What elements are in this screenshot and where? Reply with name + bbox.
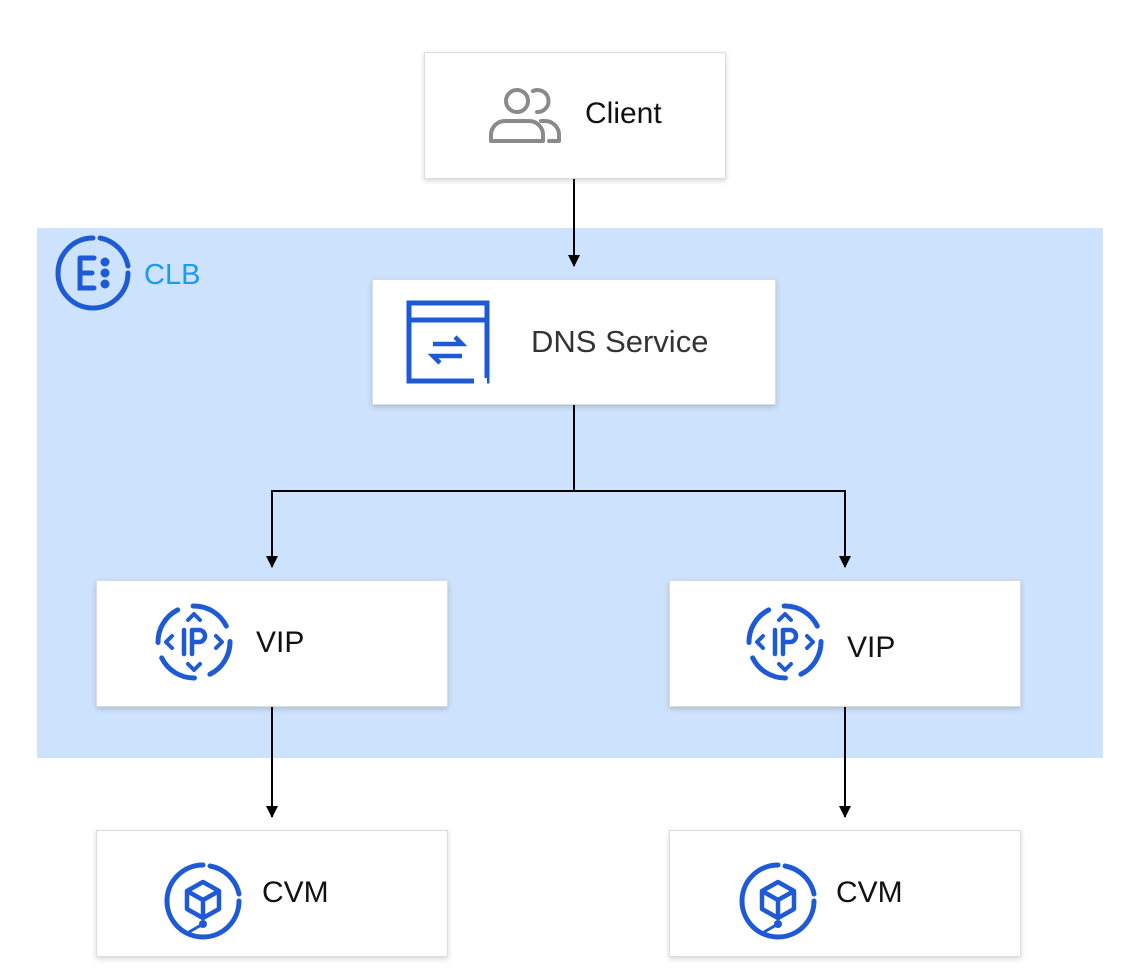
clb-region-label: CLB [52, 232, 200, 319]
dns-service-label: DNS Service [531, 324, 709, 359]
clb-label: CLB [144, 259, 201, 291]
client-node[interactable]: Client [424, 52, 726, 179]
vip-node-left[interactable]: VIP [96, 580, 448, 707]
cvm-node-right[interactable]: CVM [669, 830, 1021, 957]
cvm-icon [163, 861, 243, 946]
dns-service-icon [406, 300, 490, 389]
vip-label: VIP [847, 631, 896, 664]
dns-service-node[interactable]: DNS Service [372, 279, 776, 405]
ip-icon [744, 601, 826, 688]
cvm-node-left[interactable]: CVM [96, 830, 448, 957]
client-label: Client [585, 97, 662, 130]
users-icon [485, 79, 565, 164]
cvm-label: CVM [262, 876, 329, 909]
cvm-label: CVM [836, 876, 903, 909]
clb-icon [52, 232, 134, 319]
cvm-icon [738, 861, 818, 946]
ip-icon [153, 601, 235, 688]
vip-node-right[interactable]: VIP [669, 580, 1021, 707]
vip-label: VIP [256, 626, 305, 659]
